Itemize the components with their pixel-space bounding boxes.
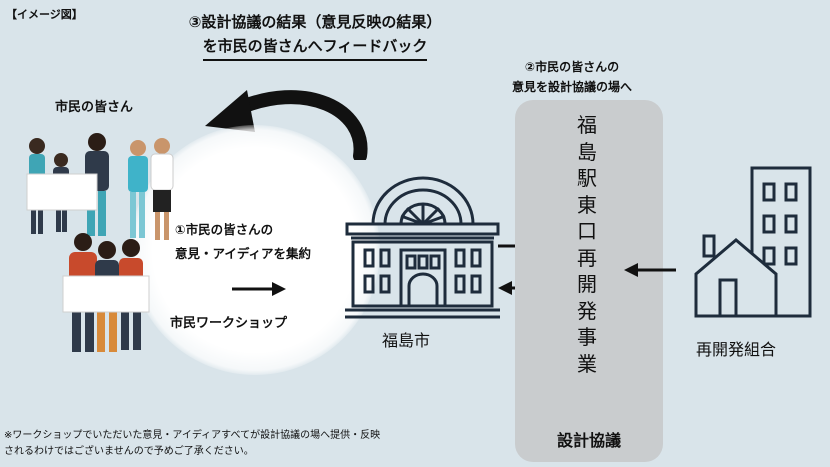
project-char: 発: [577, 298, 597, 323]
feedback-curved-arrow-icon: [205, 90, 368, 160]
council-panel: [515, 100, 663, 462]
arrow-left-icon: [624, 263, 676, 277]
opinion-line1: ②市民の皆さんの: [524, 60, 620, 74]
council-label: 設計協議: [556, 431, 621, 450]
citizen-figure: [150, 138, 174, 240]
opinion-line2: 意見を設計協議の場へ: [512, 80, 633, 94]
opinion-to-council-label: ②市民の皆さんの 意見を設計協議の場へ: [512, 57, 632, 97]
project-char: 開: [577, 272, 597, 296]
protest-sign: [26, 173, 98, 211]
citizens-illustration: [26, 133, 174, 352]
feedback-title-line2: を市民の皆さんへフィードバック: [202, 34, 428, 61]
project-char: 駅: [577, 166, 597, 190]
feedback-title: ③設計協議の結果（意見反映の結果） を市民の皆さんへフィードバック: [150, 10, 480, 61]
footnote-line1: ※ワークショップでいただいた意見・アイディアすべてが設計協議の場へ提供・反映: [4, 430, 381, 441]
collect-ideas-line1: ①市民の皆さんの: [175, 222, 274, 237]
workshop-label: 市民ワークショップ: [170, 316, 288, 331]
redevelopment-union-label: 再開発組合: [696, 340, 777, 359]
project-char: 口: [577, 219, 597, 243]
footnote-line2: されるわけではございませんので予めご了承ください。: [4, 446, 254, 457]
citizen-figure: [128, 140, 148, 238]
city-hall-building-icon: [345, 176, 500, 319]
arrow-right-icon: [232, 282, 286, 296]
fukushima-city-label: 福島市: [382, 331, 431, 350]
union-buildings-icon: [694, 166, 812, 318]
feedback-title-line1: ③設計協議の結果（意見反映の結果）: [188, 13, 442, 31]
project-char: 福: [577, 113, 597, 137]
footnote: ※ワークショップでいただいた意見・アイディアすべてが設計協議の場へ提供・反映 さ…: [4, 428, 380, 460]
collect-ideas-line2: 意見・アイディアを集約: [175, 246, 312, 261]
project-char: 島: [577, 139, 597, 164]
project-char: 東: [577, 192, 597, 217]
protest-sign: [62, 275, 150, 313]
project-char: 事: [577, 325, 597, 349]
collect-ideas-label: ①市民の皆さんの 意見・アイディアを集約: [175, 218, 311, 266]
project-name-vertical: 福 島 駅 東 口 再 開 発 事 業: [557, 112, 617, 377]
project-char: 業: [577, 351, 597, 376]
citizens-label: 市民の皆さん: [55, 100, 134, 115]
image-tag: 【イメージ図】: [6, 8, 83, 21]
project-char: 再: [577, 245, 597, 270]
